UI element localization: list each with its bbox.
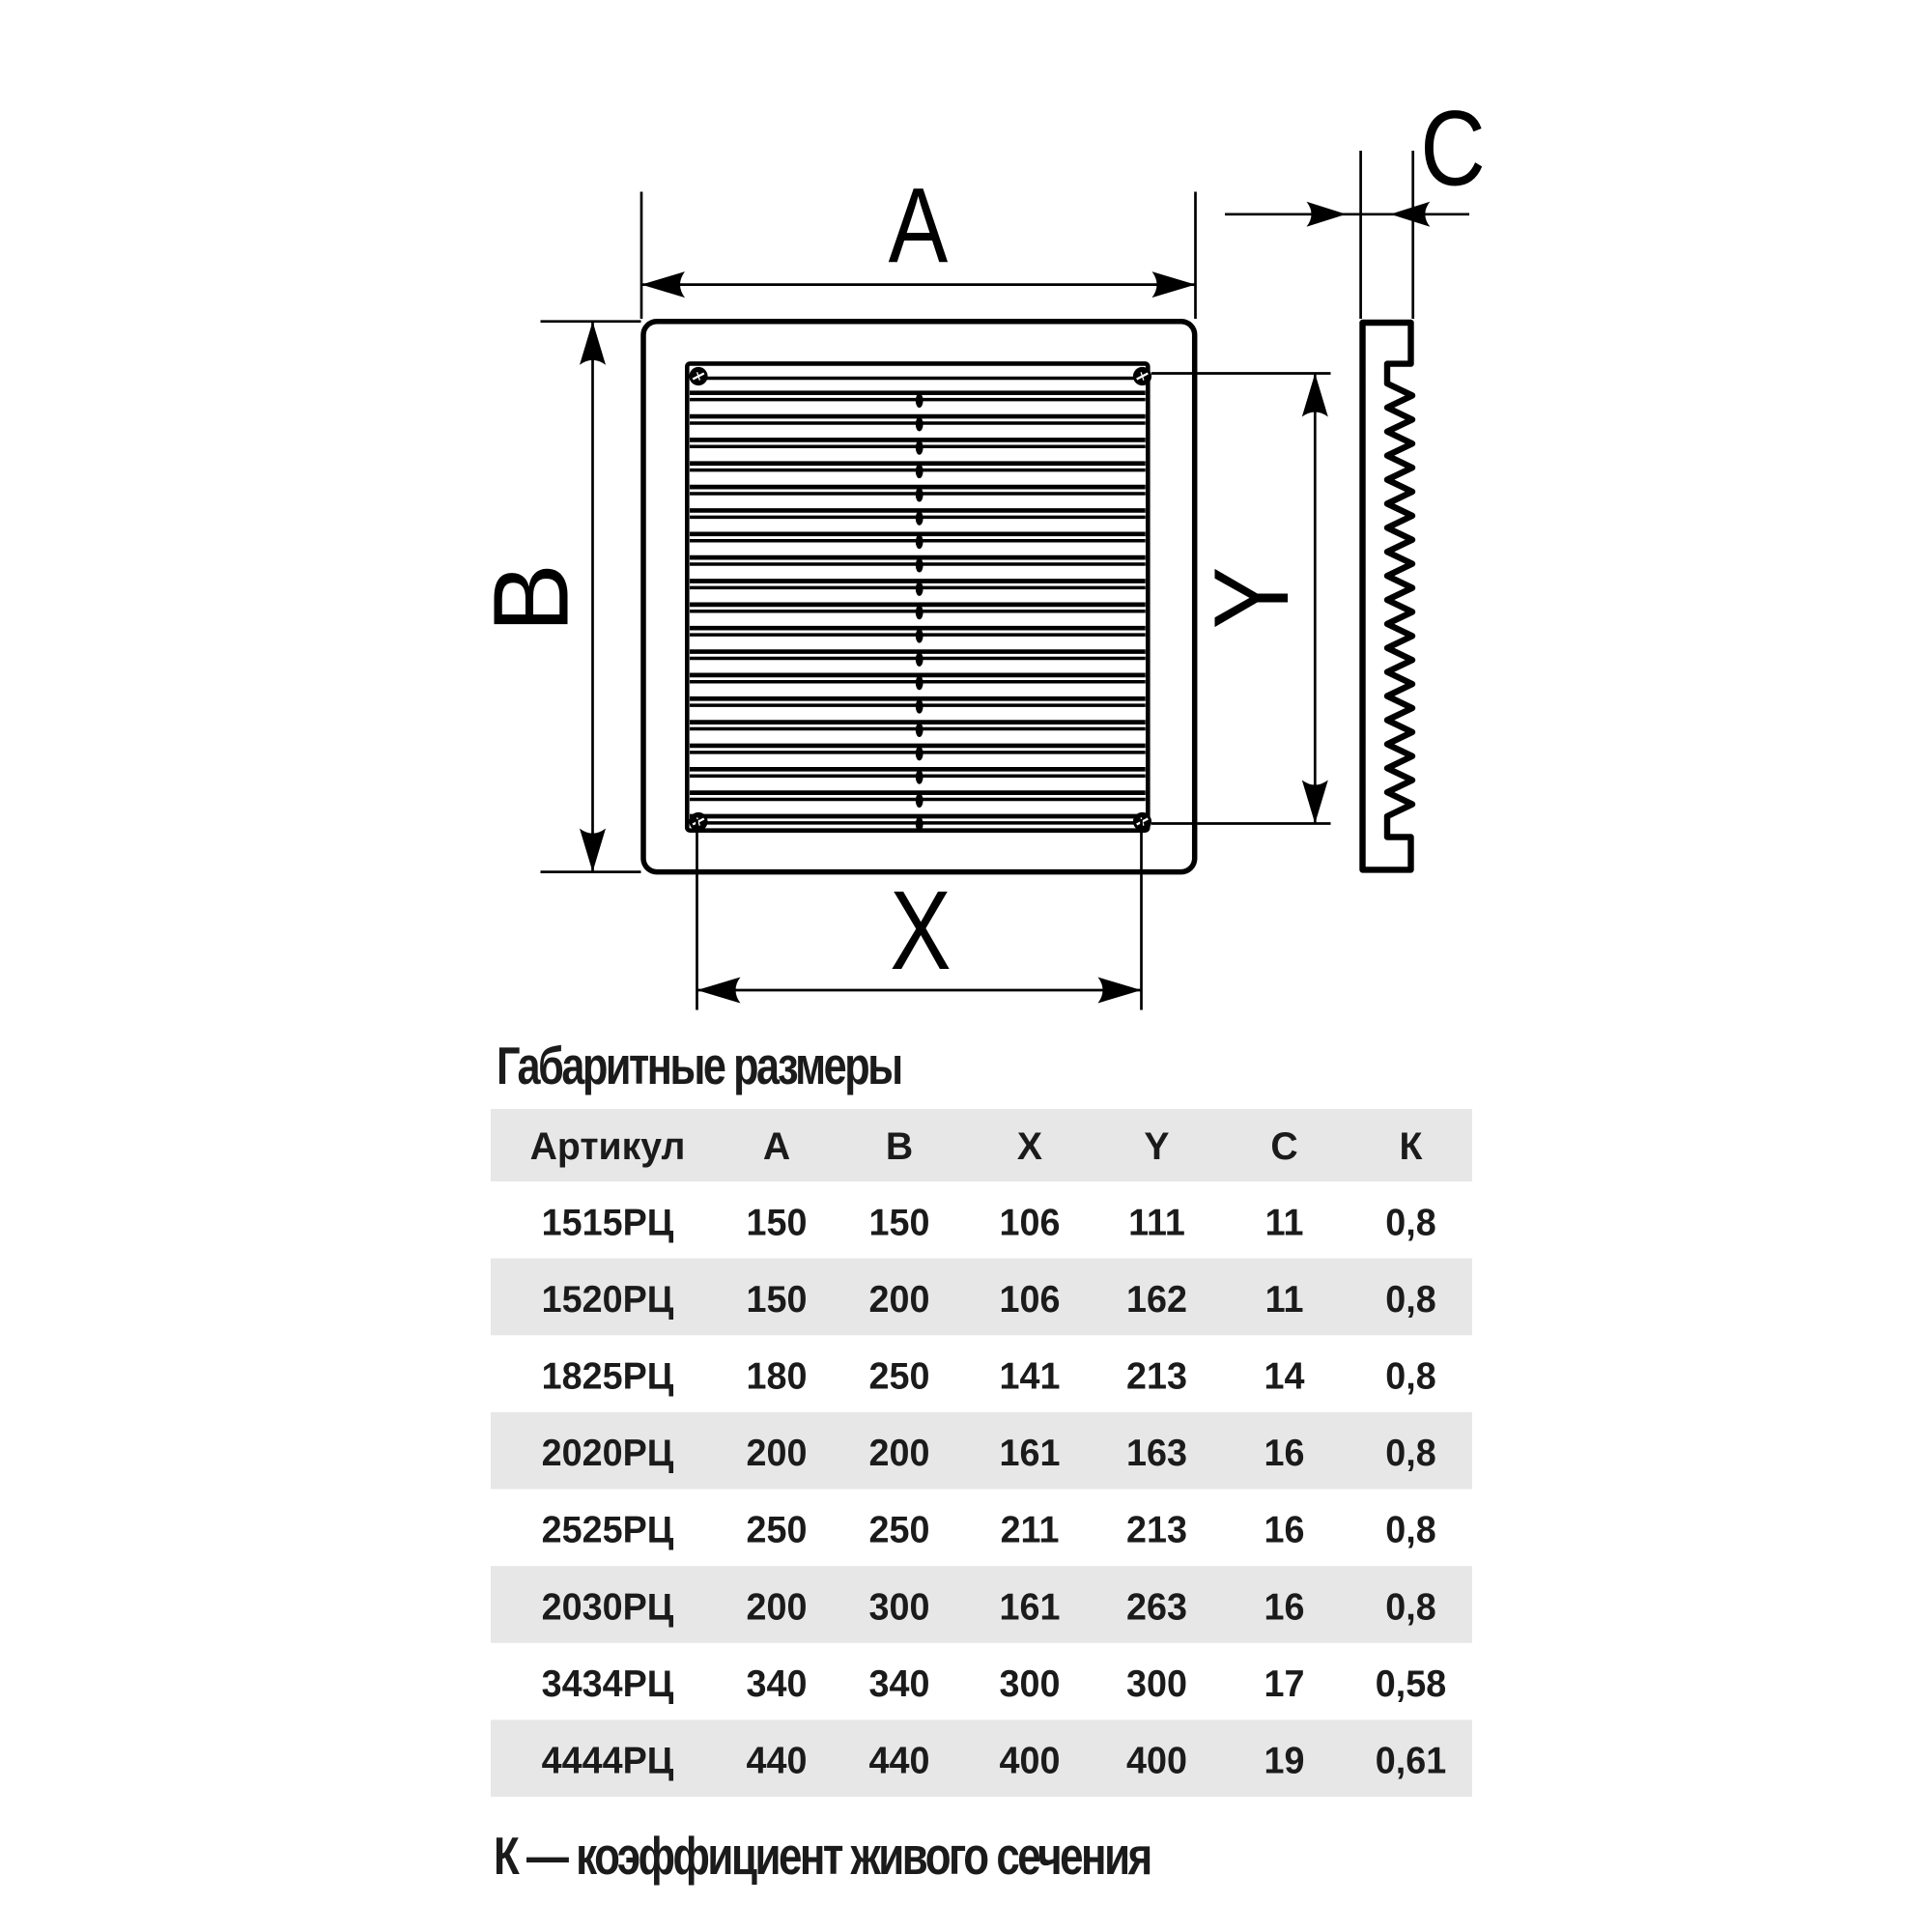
svg-text:Габаритные размеры: Габаритные размеры: [497, 1037, 901, 1095]
svg-text:200: 200: [747, 1434, 808, 1474]
svg-text:16: 16: [1264, 1434, 1305, 1474]
svg-text:0,8: 0,8: [1385, 1587, 1435, 1628]
svg-text:17: 17: [1264, 1663, 1305, 1704]
svg-text:11: 11: [1265, 1203, 1304, 1243]
svg-text:200: 200: [869, 1280, 930, 1321]
svg-text:213: 213: [1126, 1356, 1187, 1397]
svg-text:С: С: [1270, 1125, 1297, 1168]
svg-text:B: B: [472, 563, 591, 633]
svg-text:300: 300: [1126, 1663, 1187, 1704]
svg-text:200: 200: [747, 1587, 808, 1628]
svg-text:3434РЦ: 3434РЦ: [542, 1663, 674, 1704]
svg-text:200: 200: [869, 1434, 930, 1474]
svg-text:2030РЦ: 2030РЦ: [542, 1587, 674, 1628]
svg-text:440: 440: [869, 1741, 930, 1781]
svg-text:250: 250: [869, 1356, 930, 1397]
svg-text:0,8: 0,8: [1385, 1356, 1435, 1397]
svg-text:A: A: [889, 165, 949, 284]
svg-text:150: 150: [869, 1203, 930, 1243]
svg-text:111: 111: [1128, 1203, 1185, 1243]
svg-text:X: X: [890, 868, 951, 993]
svg-text:211: 211: [1001, 1510, 1060, 1550]
svg-text:11: 11: [1265, 1280, 1304, 1321]
svg-text:213: 213: [1126, 1510, 1187, 1550]
svg-text:250: 250: [747, 1510, 808, 1550]
svg-text:4444РЦ: 4444РЦ: [542, 1741, 674, 1781]
svg-text:1520РЦ: 1520РЦ: [542, 1280, 674, 1321]
svg-text:0,8: 0,8: [1385, 1510, 1435, 1550]
svg-text:161: 161: [1000, 1434, 1061, 1474]
svg-text:2525РЦ: 2525РЦ: [542, 1510, 674, 1550]
svg-text:К: К: [1400, 1125, 1424, 1168]
svg-text:А: А: [763, 1125, 790, 1168]
svg-text:400: 400: [1000, 1741, 1061, 1781]
svg-text:400: 400: [1126, 1741, 1187, 1781]
svg-text:180: 180: [747, 1356, 808, 1397]
svg-text:162: 162: [1126, 1280, 1187, 1321]
svg-text:16: 16: [1264, 1510, 1305, 1550]
svg-text:0,8: 0,8: [1385, 1280, 1435, 1321]
svg-text:16: 16: [1264, 1587, 1305, 1628]
svg-text:141: 141: [1000, 1356, 1061, 1397]
svg-text:14: 14: [1264, 1356, 1305, 1397]
svg-text:Y: Y: [1191, 567, 1310, 630]
svg-text:340: 340: [869, 1663, 930, 1704]
svg-text:300: 300: [1000, 1663, 1061, 1704]
svg-text:340: 340: [747, 1663, 808, 1704]
svg-text:300: 300: [869, 1587, 930, 1628]
svg-text:1825РЦ: 1825РЦ: [542, 1356, 674, 1397]
svg-text:163: 163: [1126, 1434, 1187, 1474]
svg-text:В: В: [886, 1125, 913, 1168]
svg-text:К — коэффициент живого сечения: К — коэффициент живого сечения: [494, 1826, 1151, 1886]
svg-text:2020РЦ: 2020РЦ: [542, 1434, 674, 1474]
svg-text:0,8: 0,8: [1385, 1434, 1435, 1474]
svg-text:0,58: 0,58: [1376, 1663, 1446, 1704]
svg-text:0,8: 0,8: [1385, 1203, 1435, 1243]
svg-text:150: 150: [747, 1280, 808, 1321]
svg-text:19: 19: [1264, 1741, 1305, 1781]
svg-text:263: 263: [1126, 1587, 1187, 1628]
svg-text:C: C: [1420, 89, 1486, 208]
svg-text:X: X: [1017, 1125, 1043, 1168]
svg-text:106: 106: [1000, 1280, 1061, 1321]
svg-text:440: 440: [747, 1741, 808, 1781]
svg-text:Y: Y: [1144, 1125, 1169, 1168]
svg-text:106: 106: [1000, 1203, 1061, 1243]
svg-text:1515РЦ: 1515РЦ: [542, 1203, 674, 1243]
svg-text:161: 161: [1000, 1587, 1061, 1628]
svg-text:Артикул: Артикул: [530, 1125, 686, 1168]
svg-text:150: 150: [747, 1203, 808, 1243]
svg-text:250: 250: [869, 1510, 930, 1550]
svg-text:0,61: 0,61: [1376, 1741, 1446, 1781]
